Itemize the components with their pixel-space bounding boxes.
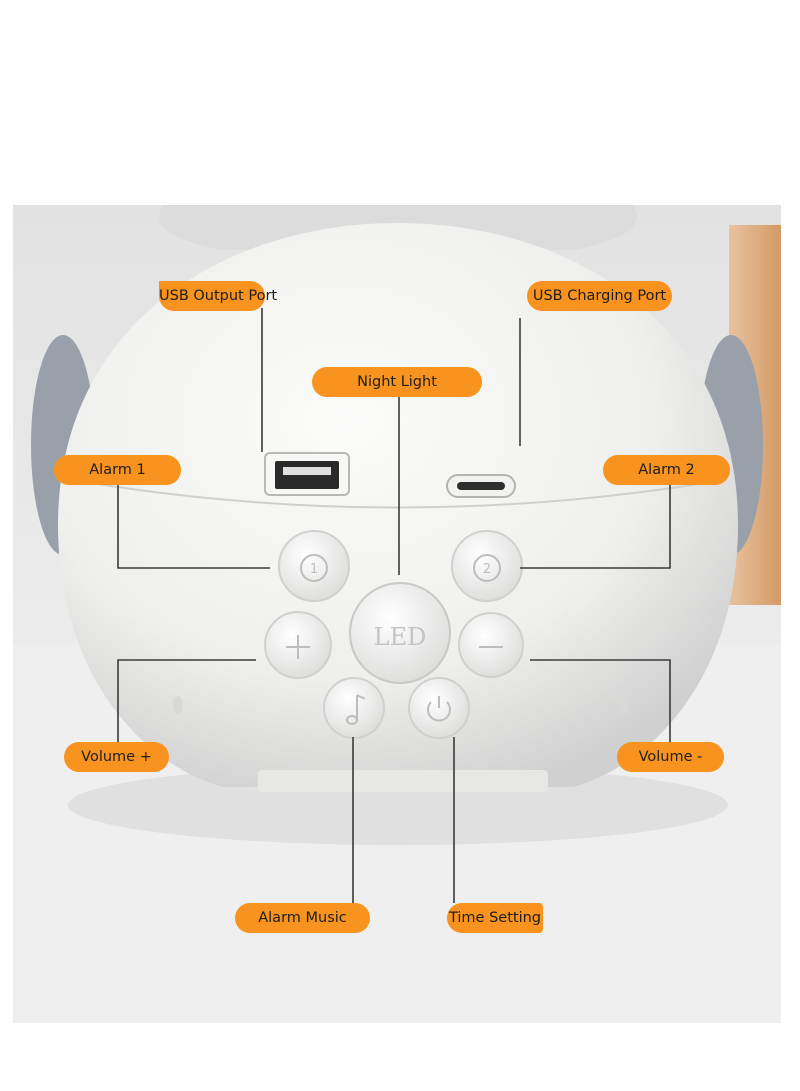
alarm-2-button-graphic: 2 bbox=[451, 530, 523, 602]
volume-minus-label: Volume - bbox=[617, 742, 724, 772]
led-button-graphic: LED bbox=[349, 582, 451, 684]
volume-plus-button-graphic bbox=[264, 611, 332, 679]
svg-text:2: 2 bbox=[483, 562, 491, 577]
svg-text:1: 1 bbox=[310, 562, 318, 577]
night-light-label: Night Light bbox=[312, 367, 482, 397]
alarm-music-label: Alarm Music bbox=[235, 903, 370, 933]
alarm-music-button-graphic bbox=[323, 677, 385, 739]
time-setting-button-graphic bbox=[408, 677, 470, 739]
svg-text:LED: LED bbox=[374, 623, 427, 651]
product-photo: 1 2 LED bbox=[13, 205, 781, 1023]
alarm-1-label: Alarm 1 bbox=[54, 455, 181, 485]
usb-charging-port-label: USB Charging Port bbox=[527, 281, 672, 311]
volume-plus-label: Volume + bbox=[64, 742, 169, 772]
usb-output-port-label: USB Output Port bbox=[159, 281, 277, 311]
alarm-1-button-graphic: 1 bbox=[278, 530, 350, 602]
volume-minus-button-graphic bbox=[458, 612, 524, 678]
alarm-2-label: Alarm 2 bbox=[603, 455, 730, 485]
time-setting-label: Time Setting bbox=[447, 903, 543, 933]
